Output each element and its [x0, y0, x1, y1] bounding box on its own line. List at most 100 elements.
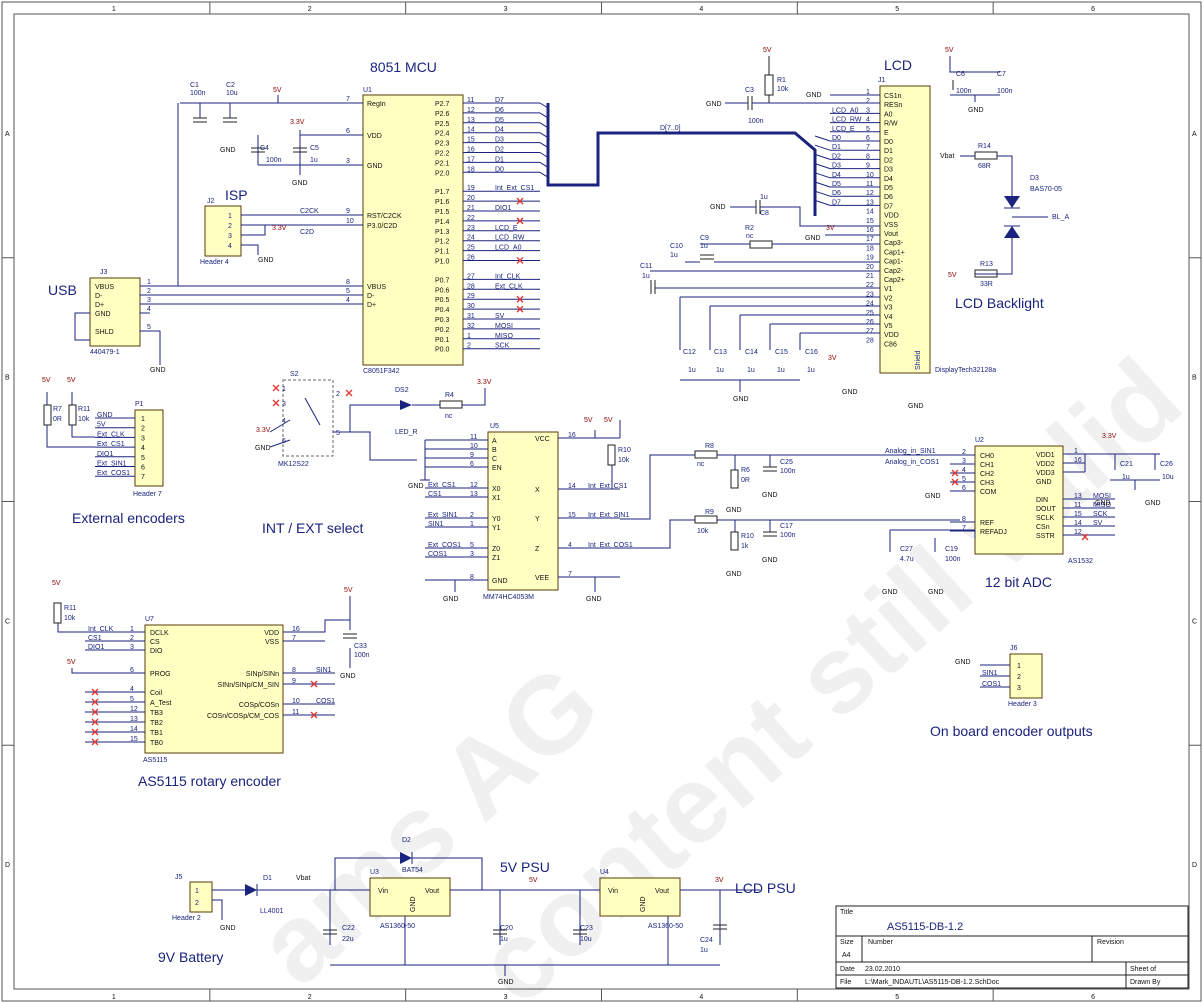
s2-pin-number: 2 [336, 391, 340, 398]
u1-pin-number: 7 [346, 96, 350, 103]
no-connect-marker [310, 680, 318, 688]
no-connect-marker [91, 728, 99, 736]
svg-text:1u: 1u [747, 367, 755, 374]
u7-pin-number: 12 [130, 706, 138, 713]
no-connect-marker [516, 197, 524, 205]
svg-text:3.3V: 3.3V [256, 427, 271, 434]
j1-pin-number: 18 [866, 245, 874, 252]
svg-text:D+: D+ [95, 302, 104, 309]
svg-text:1u: 1u [777, 367, 785, 374]
u1-pin-number: 31 [467, 313, 475, 320]
frame-row-label: C [1192, 618, 1197, 625]
svg-text:5V: 5V [52, 580, 61, 587]
j3-usb-connector: J3 440479-1 VBUS D- D+ GND SHLD 1 2 3 4 … [74, 103, 363, 374]
svg-text:GND: GND [640, 896, 647, 912]
u1-net-label: SCK [495, 343, 510, 350]
svg-text:5V: 5V [945, 47, 954, 54]
svg-text:C1: C1 [190, 82, 199, 89]
section-title-ext-encoders: External encoders [72, 510, 185, 526]
u2-pin-number: 12 [1074, 529, 1082, 536]
u1-pin-number: 9 [346, 208, 350, 215]
svg-text:68R: 68R [978, 163, 991, 170]
svg-text:GND: GND [340, 673, 356, 680]
svg-text:C7: C7 [997, 71, 1006, 78]
svg-text:3.3V: 3.3V [1102, 433, 1117, 440]
svg-text:GND: GND [408, 483, 424, 490]
svg-text:100n: 100n [956, 88, 972, 95]
svg-text:C21: C21 [1120, 461, 1133, 468]
svg-text:1u: 1u [760, 194, 768, 201]
d1-diode-icon [245, 884, 257, 896]
u5-pin-number: 8 [470, 574, 474, 581]
j6-pin-number: 2 [1017, 674, 1021, 681]
j1-pin-label: V1 [884, 286, 893, 293]
u1-pin-number: 21 [467, 205, 475, 212]
svg-text:LED_R: LED_R [395, 429, 418, 436]
svg-text:23.02.2010: 23.02.2010 [865, 966, 900, 973]
svg-text:C8: C8 [760, 210, 769, 217]
svg-text:J6: J6 [1010, 645, 1018, 652]
svg-text:Vin: Vin [608, 888, 618, 895]
svg-text:GND: GND [95, 311, 111, 318]
u7-pin-number: 7 [292, 635, 296, 642]
j1-pin-number: 25 [866, 310, 874, 317]
svg-text:100n: 100n [780, 532, 796, 539]
j1-pin-label: RESn [884, 102, 902, 109]
svg-text:2: 2 [195, 900, 199, 907]
svg-text:GND: GND [908, 403, 924, 410]
p1-pin-number: 2 [141, 426, 145, 433]
svg-text:3V: 3V [826, 225, 835, 232]
j1-net-label: D2 [832, 153, 841, 160]
u5-pin-label: EN [492, 465, 502, 472]
u1-pin-label: P2.4 [435, 131, 450, 138]
u5-pin-label: Y [535, 516, 540, 523]
j2-isp-header: J2 Header 4 1 2 3 4 C2CK C2D 3.3V GND [200, 198, 363, 266]
u7-pin-number: 9 [292, 678, 296, 685]
u1-net-label: D5 [495, 117, 504, 124]
u2-pin-label: CH3 [980, 480, 994, 487]
frame-row-label: C [5, 618, 10, 625]
no-connect-marker [272, 399, 280, 407]
svg-text:GND: GND [762, 492, 778, 499]
u1-pin-number: 12 [467, 107, 475, 114]
j1-pin-label: VDD [884, 332, 899, 339]
u1-pin-number: 6 [346, 128, 350, 135]
svg-text:Vbat: Vbat [940, 153, 954, 160]
d3-diode-bottom-icon [1004, 226, 1020, 238]
svg-text:1u: 1u [1122, 474, 1130, 481]
u7-pin-label: A_Test [150, 700, 171, 707]
svg-text:AS1360-50: AS1360-50 [648, 923, 683, 930]
u1-net-label: DIO1 [495, 205, 511, 212]
u1-pin-number: 2 [467, 343, 471, 350]
j1-net-label: D5 [832, 181, 841, 188]
u5-net-label: Int_Ext_CS1 [588, 483, 627, 490]
svg-text:MM74HC4053M: MM74HC4053M [483, 594, 534, 601]
svg-text:2: 2 [228, 223, 232, 230]
j1-pin-label: D2 [884, 157, 893, 164]
svg-text:1: 1 [195, 888, 199, 895]
u2-pin-number: 16 [1074, 457, 1082, 464]
u5-pin-label: Y1 [492, 525, 501, 532]
u2-pin-number: 14 [1074, 520, 1082, 527]
power-supply-section: J5 Header 2 1 2 GND D1 LL4001 Vbat D2 BA… [172, 837, 760, 986]
u1-pin-number: 24 [467, 235, 475, 242]
u1-net-label: Ext_CLK [495, 283, 523, 290]
svg-text:R11: R11 [64, 605, 76, 612]
adc-input-network: R8 nc R9 10k R6 0R R10 1k C25 100n C17 1… [620, 443, 960, 578]
u2-pin-label: VDD2 [1036, 461, 1055, 468]
svg-text:4.7u: 4.7u [900, 556, 914, 563]
s2-pin-number: 1 [282, 386, 286, 393]
svg-text:VBUS: VBUS [95, 284, 114, 291]
svg-text:100n: 100n [190, 90, 206, 97]
u5-pin-label: Z0 [492, 546, 500, 553]
svg-text:LL4001: LL4001 [260, 908, 283, 915]
svg-text:5V: 5V [67, 659, 76, 666]
u7-pin-label: VDD [264, 630, 279, 637]
svg-text:10k: 10k [777, 86, 789, 93]
no-connect-marker [1081, 533, 1089, 541]
svg-text:Drawn By: Drawn By [1130, 979, 1161, 986]
svg-text:0R: 0R [741, 477, 750, 484]
section-title-battery: 9V Battery [158, 949, 223, 965]
u1-pin-label: P3.0/C2D [367, 223, 397, 230]
no-connect-marker [516, 305, 524, 313]
